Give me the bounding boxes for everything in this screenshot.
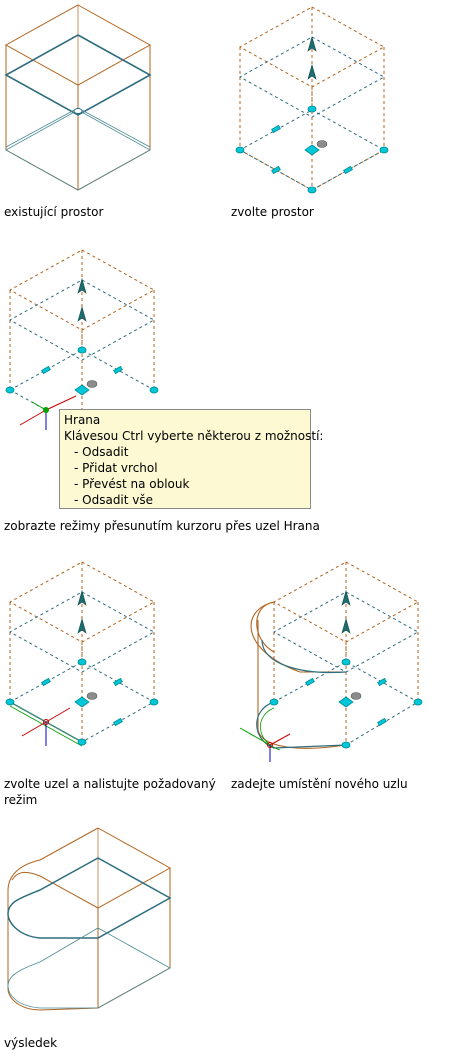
caption-cycle-mode-line1: zvolte uzel a nalistujte požadovaný [4, 777, 216, 791]
caption-cycle-mode-line2: režim [4, 793, 38, 807]
caption-hover-modes: zobrazte režimy přesunutím kurzoru přes … [4, 519, 320, 533]
figure-result [7, 827, 172, 1011]
caption-result: výsledek [4, 1036, 58, 1050]
tooltip-option-offset: - Odsadit [74, 445, 129, 459]
figure-cycle-mode [5, 561, 159, 747]
tooltip-instruction: Klávesou Ctrl vyberte některou z možnost… [64, 429, 324, 443]
caption-select-space: zvolte prostor [231, 205, 314, 219]
tooltip-option-add-vertex: - Přidat vrchol [74, 461, 158, 475]
tooltip-option-convert-to-arc: - Převést na oblouk [74, 477, 190, 491]
figure-place-grip [239, 561, 423, 762]
tooltip-title: Hrana [64, 413, 101, 427]
caption-place-grip: zadejte umístění nového uzlu [231, 777, 408, 791]
figure-existing-space [4, 4, 152, 191]
edge-grip-tooltip: Hrana Klávesou Ctrl vyberte některou z m… [59, 409, 324, 509]
caption-existing-space: existující prostor [4, 205, 104, 219]
ucs-cursor-icon [21, 707, 71, 746]
ucs-cursor-icon [239, 727, 291, 762]
ucs-cursor-icon [19, 395, 77, 430]
figure-hover-edge [5, 249, 159, 430]
figure-select-space [235, 6, 389, 194]
tooltip-option-offset-all: - Odsadit vše [74, 493, 154, 507]
